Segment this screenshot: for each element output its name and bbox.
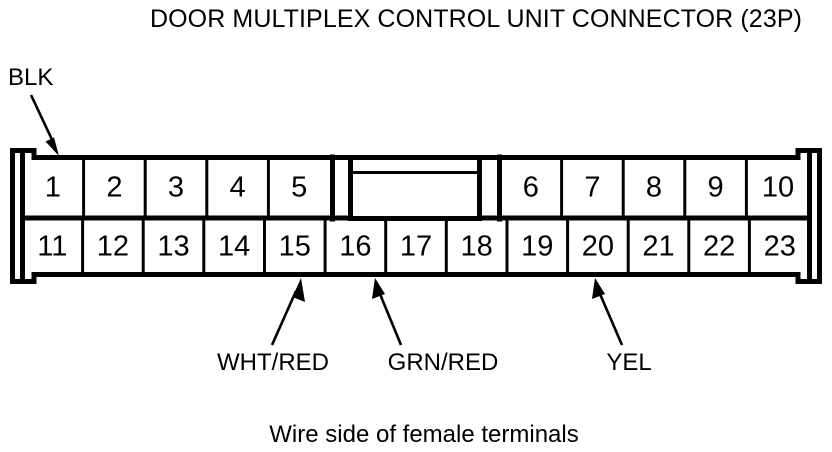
callout-label-grn-red: GRN/RED: [388, 349, 499, 376]
pin-6: 6: [523, 172, 539, 204]
arrowhead-yel: [592, 278, 605, 299]
callout-label-blk: BLK: [8, 64, 53, 91]
pin-9: 9: [708, 172, 724, 204]
pin-4: 4: [230, 172, 246, 204]
pin-20: 20: [582, 231, 614, 263]
leader-line-grn-red: [378, 293, 403, 346]
callout-grn-red: GRN/RED: [372, 278, 498, 376]
center-key-tab: [348, 155, 482, 221]
pin-1: 1: [45, 172, 61, 204]
callout-label-wht-red: WHT/RED: [217, 349, 329, 376]
callout-label-yel: YEL: [606, 349, 651, 376]
pin-14: 14: [218, 231, 250, 263]
pin-7: 7: [584, 172, 600, 204]
leader-line-wht-red: [270, 290, 298, 346]
arrowhead-grn-red: [372, 278, 385, 299]
pin-15: 15: [279, 231, 311, 263]
bottom-row-group: 11 12 13 14 15 16 17 18 19 20 21 22 23: [37, 219, 796, 274]
leader-line-blk: [29, 94, 57, 147]
top-row-right-group: 6 7 8 9 10: [497, 154, 794, 222]
page-title: DOOR MULTIPLEX CONTROL UNIT CONNECTOR (2…: [150, 5, 802, 33]
top-row-left-group: 1 2 3 4 5: [45, 154, 335, 222]
arrowhead-wht-red: [292, 278, 305, 302]
callout-yel: YEL: [592, 278, 652, 376]
pin-12: 12: [97, 231, 129, 263]
leader-line-yel: [598, 293, 624, 346]
pin-11: 11: [37, 231, 67, 263]
pin-10: 10: [762, 172, 794, 204]
pin-23: 23: [764, 231, 796, 263]
pin-19: 19: [521, 231, 553, 263]
pin-22: 22: [703, 231, 735, 263]
pin-16: 16: [339, 231, 371, 263]
figure-caption: Wire side of female terminals: [269, 421, 578, 448]
pin-17: 17: [400, 231, 432, 263]
arrowhead-blk: [45, 137, 59, 156]
pin-3: 3: [168, 172, 184, 204]
pin-18: 18: [460, 231, 492, 263]
pin-21: 21: [642, 231, 674, 263]
pin-5: 5: [291, 172, 307, 204]
callout-blk: BLK: [8, 64, 59, 156]
key-tab-rect: [348, 155, 482, 221]
pin-13: 13: [157, 231, 189, 263]
pin-8: 8: [646, 172, 662, 204]
pin-2: 2: [106, 172, 122, 204]
callout-wht-red: WHT/RED: [217, 278, 329, 376]
